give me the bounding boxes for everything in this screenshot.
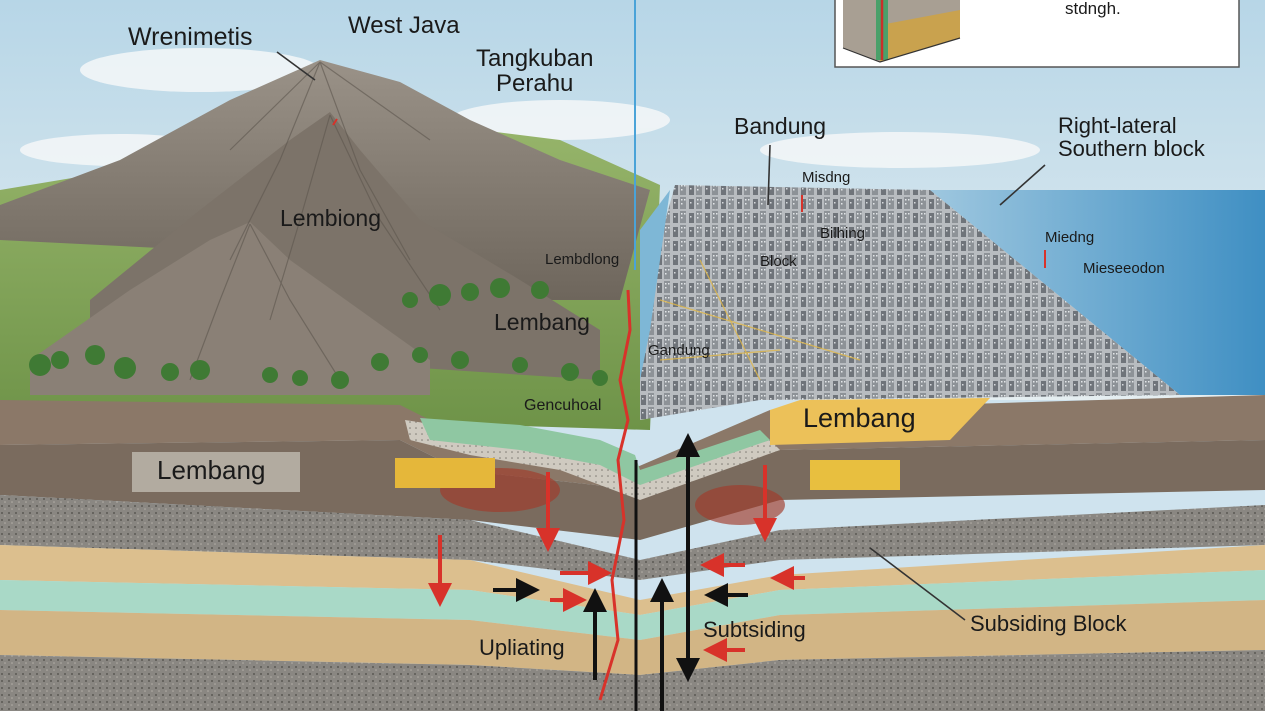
label-lembang-box-left: Lembang: [157, 455, 266, 485]
red-arrows: [428, 465, 805, 662]
pointer-lines: [276, 51, 1046, 621]
label-subtsiding: Subtsiding: [703, 617, 806, 642]
stratum-teal: [0, 570, 1265, 640]
red-pins: [801, 195, 1046, 268]
yellow-inlay-left: [395, 458, 495, 488]
lembang-band-right: [770, 398, 990, 445]
label-miedng: Miedng: [1045, 229, 1095, 246]
sea: [930, 190, 1265, 395]
city: [640, 185, 1180, 420]
city-roads: [659, 259, 861, 381]
stratum-bottom-gravel: [0, 650, 1265, 711]
basin-green-layer: [420, 418, 770, 485]
label-stdngh: stdngh.: [1065, 0, 1121, 18]
label-west-java: West Java: [348, 12, 460, 39]
inset-block-illustration: [842, 0, 961, 63]
label-tangkuban-perahu: Tangkuban Perahu: [476, 45, 594, 98]
fault-line-red: [598, 289, 632, 701]
stratum-tan-upper: [0, 545, 1265, 615]
label-block: Block: [760, 253, 797, 270]
clouds: [20, 48, 1040, 168]
label-bilhing: Bilhing: [820, 225, 866, 242]
label-mieseodon: Mieseeodon: [1083, 260, 1165, 277]
stratum-tan-lower: [0, 600, 1265, 675]
coast-water: [640, 190, 670, 380]
black-arrows: [493, 433, 748, 711]
ridge-lines: [189, 61, 441, 381]
label-lembdong: Lembdlong: [545, 251, 620, 268]
trees: [29, 278, 608, 389]
yellow-inlay-right: [810, 460, 900, 490]
label-upliating: Upliating: [479, 635, 565, 660]
label-subsiding-block: Subsiding Block: [970, 611, 1127, 636]
label-misdng: Misdng: [802, 169, 851, 186]
label-gandung: Gandung: [648, 342, 710, 359]
lembang-box-left-bg: [132, 452, 300, 492]
label-bandung: Bandung: [734, 113, 827, 139]
label-wrenmetis: Wrenimetis: [128, 23, 253, 51]
label-gencul: Gencuhoal: [524, 397, 602, 414]
label-lembang-upper: Lembiong: [280, 205, 382, 231]
label-lembang-mid: Lembang: [494, 309, 590, 335]
crater-mark: [332, 118, 338, 126]
volcano-third: [30, 222, 430, 395]
label-lembang-box-right: Lembang: [803, 403, 916, 433]
stratum-gravel: [0, 495, 1265, 580]
label-right-lateral: Right-lateral Southern block: [1058, 113, 1205, 162]
